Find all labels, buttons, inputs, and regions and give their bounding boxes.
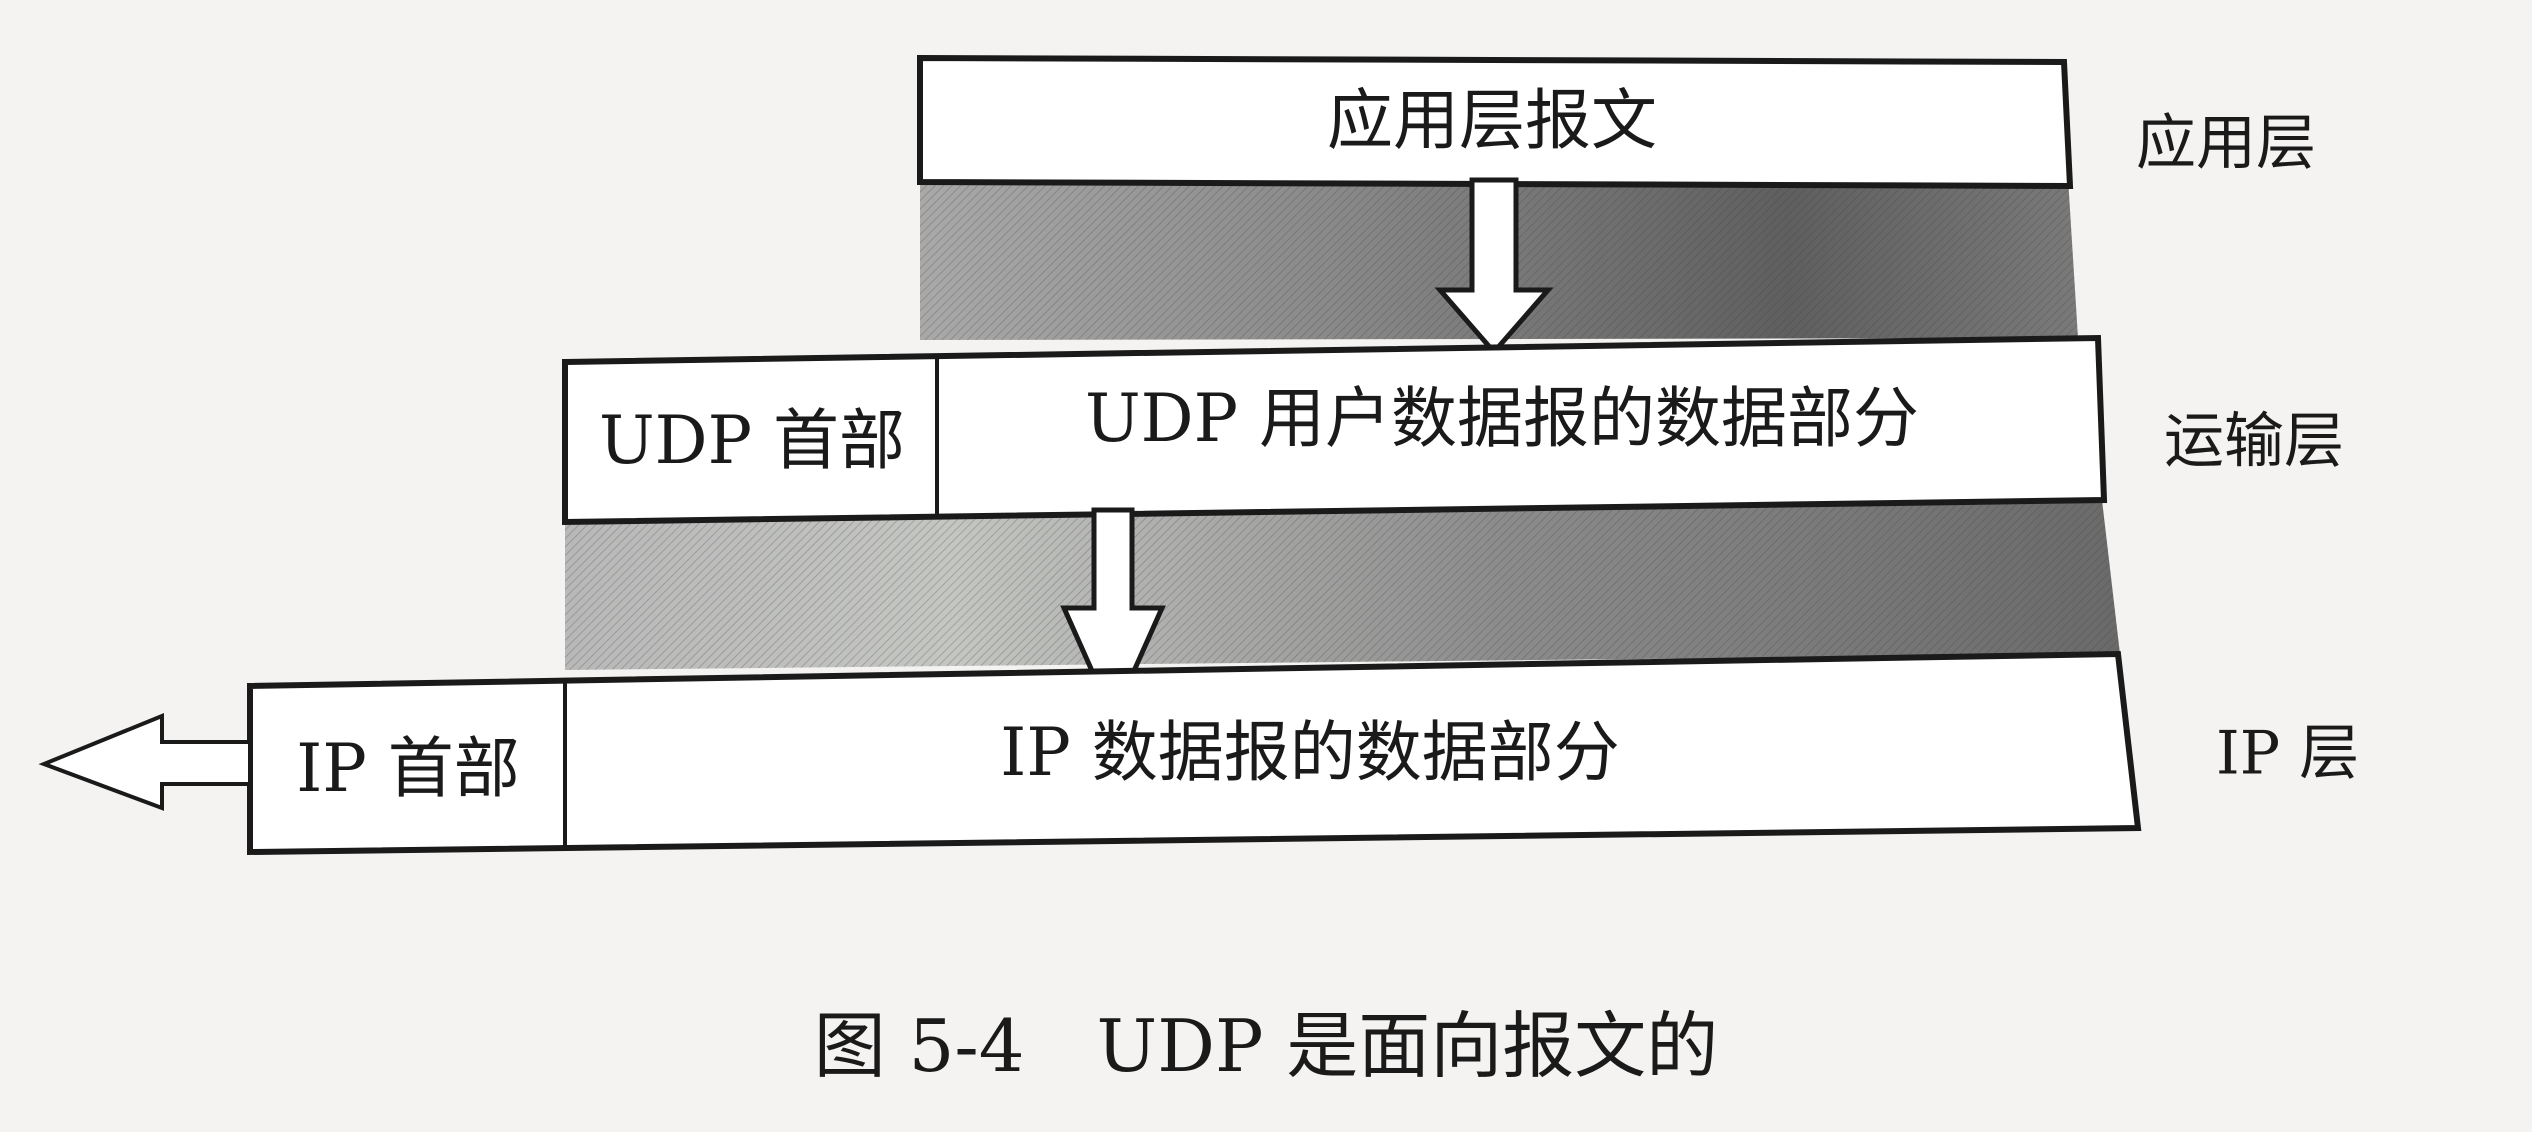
down-arrow-transport-to-ip [1060, 507, 1166, 725]
application-message-box: 应用层报文 [917, 54, 2074, 190]
ip-layer-label: IP 层 [2216, 719, 2359, 789]
ip-data-label: IP 数据报的数据部分 [1000, 714, 1619, 791]
ip-datagram-box: IP 首部 IP 数据报的数据部分 [247, 650, 2142, 856]
udp-data-label: UDP 用户数据报的数据部分 [1085, 380, 1919, 457]
left-hollow-arrow-icon [38, 713, 252, 811]
down-arrow-app-to-transport [1434, 177, 1554, 356]
udp-header-label: UDP 首部 [599, 402, 905, 479]
application-message-label: 应用层报文 [1327, 82, 1657, 159]
ip-header-label: IP 首部 [296, 730, 519, 807]
shade-transport-to-ip [565, 500, 2120, 670]
udp-datagram-box: UDP 首部 UDP 用户数据报的数据部分 [562, 334, 2108, 526]
figure-caption: 图 5-4 UDP 是面向报文的 [814, 1004, 1719, 1088]
transport-layer-label: 运输层 [2164, 407, 2344, 477]
application-layer-label: 应用层 [2136, 109, 2316, 179]
